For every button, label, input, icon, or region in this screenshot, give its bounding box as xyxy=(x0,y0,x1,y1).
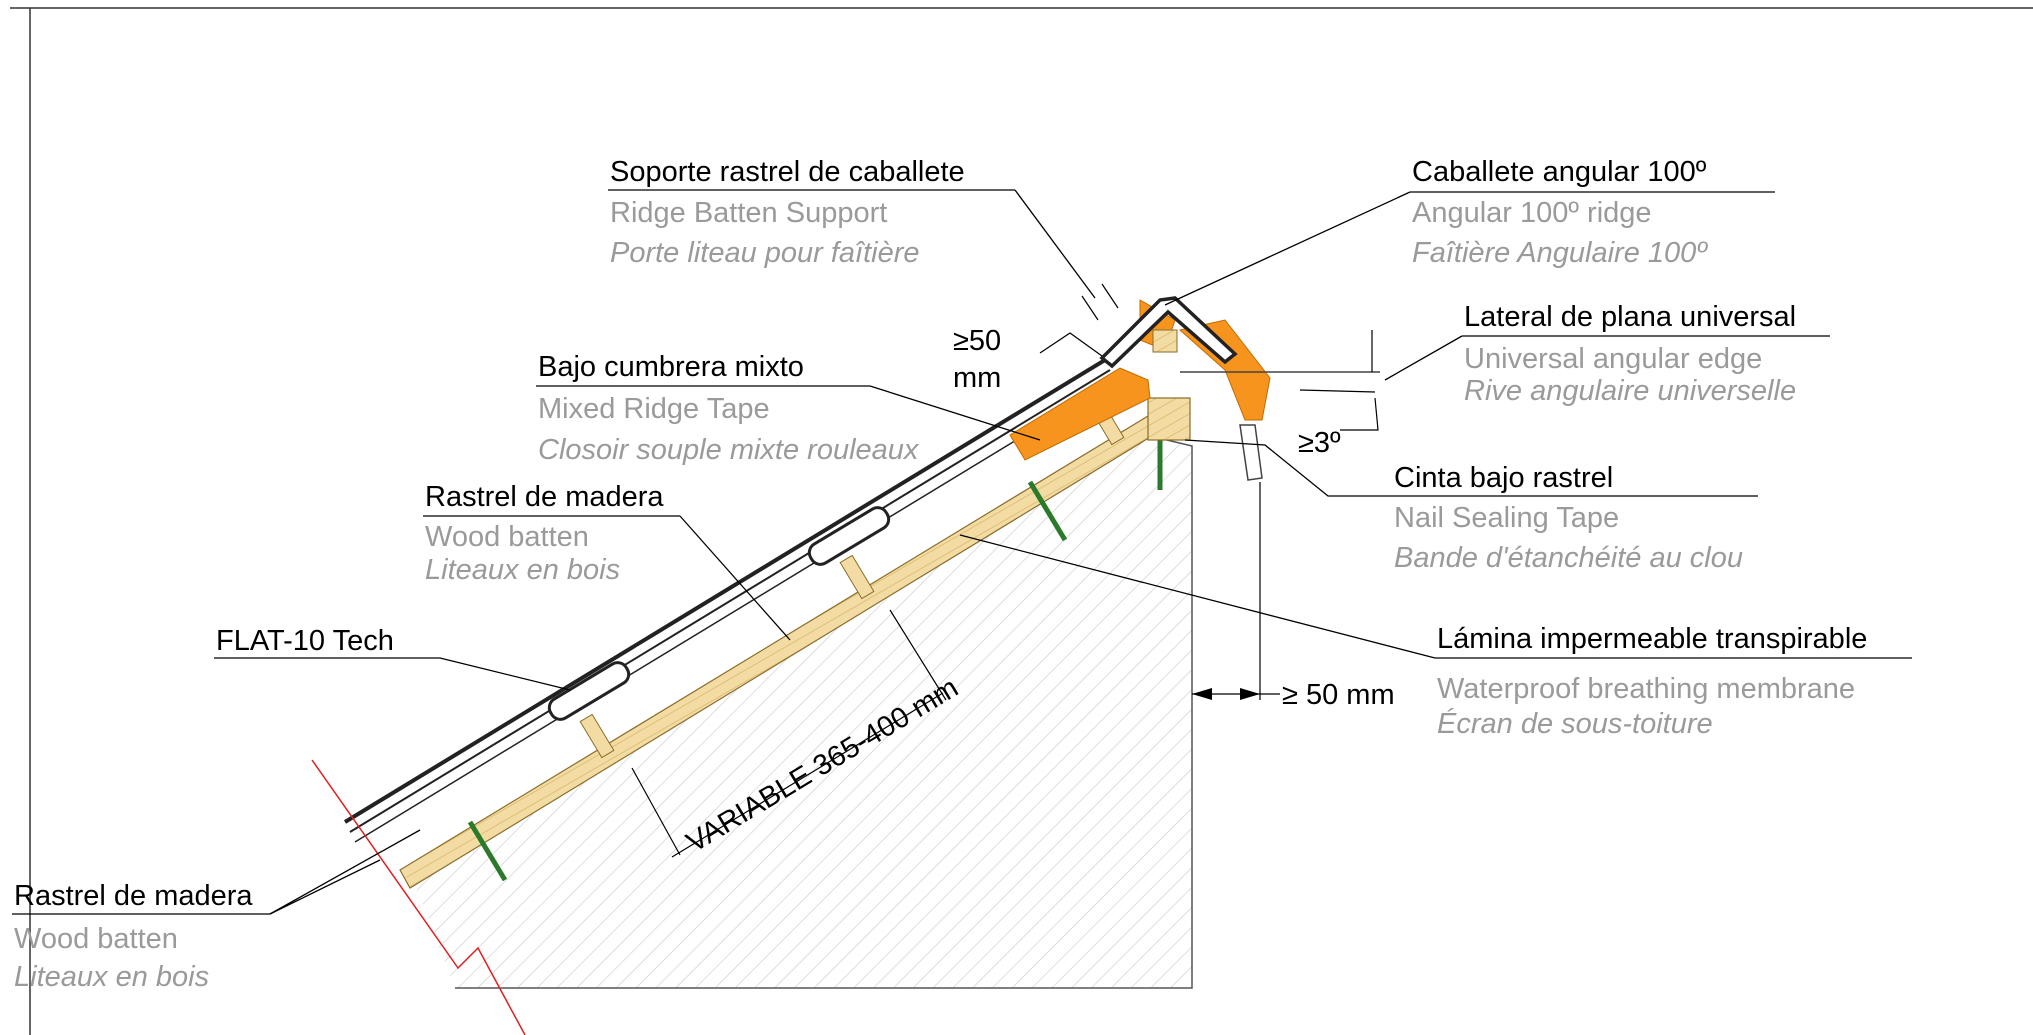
dim-slope-leader xyxy=(1340,397,1379,431)
rafter-outline xyxy=(455,435,1193,989)
rafter-section-hatch xyxy=(415,436,1192,988)
mixed-ridge-tape xyxy=(1009,367,1151,461)
label-caballete: Caballete angular 100º Angular 100º ridg… xyxy=(1164,156,1775,306)
ridge-batten-top xyxy=(1152,329,1178,353)
label-lateral-fr: Rive angulaire universelle xyxy=(1464,375,1796,407)
dim-ridge-leader xyxy=(1039,332,1103,357)
label-rastrel-lower-es: Rastrel de madera xyxy=(14,880,253,912)
dim-slope-line-2 xyxy=(1299,389,1376,393)
dimension-ridge-gap: ≥50 mm xyxy=(953,283,1119,394)
label-rastrel-upper-en: Wood batten xyxy=(425,521,589,553)
tile-clip-2 xyxy=(807,506,891,566)
label-bajo-cumbrera-fr: Closoir souple mixte rouleaux xyxy=(538,434,920,466)
dimension-slope: ≥3º xyxy=(1298,330,1379,459)
label-cinta-leader xyxy=(1184,439,1392,497)
tile-clip-1 xyxy=(547,661,631,721)
label-caballete-leader xyxy=(1164,191,1411,306)
label-flat10-es: FLAT-10 Tech xyxy=(216,625,394,657)
section-cut-line xyxy=(311,759,526,1035)
ridge-wood-block xyxy=(1147,397,1191,441)
dim-variable-line xyxy=(671,692,944,858)
label-caballete-fr: Faîtière Angulaire 100º xyxy=(1412,237,1708,269)
label-caballete-es: Caballete angular 100º xyxy=(1412,156,1707,188)
counter-batten-1 xyxy=(579,713,615,759)
label-rastrel-lower-leader-2 xyxy=(269,829,421,915)
label-caballete-en: Angular 100º ridge xyxy=(1412,197,1652,229)
label-soporte-es: Soporte rastrel de caballete xyxy=(610,156,965,188)
dim-ridge-ext-1 xyxy=(1081,295,1099,321)
screw-2 xyxy=(1027,480,1068,542)
label-lateral-en: Universal angular edge xyxy=(1464,343,1762,375)
dim-slope-text: ≥3º xyxy=(1298,427,1341,459)
label-lateral-es: Lateral de plana universal xyxy=(1464,301,1796,333)
label-cinta-en: Nail Sealing Tape xyxy=(1394,502,1619,534)
label-lateral-leader xyxy=(1384,335,1463,381)
dimension-overhang: ≥ 50 mm xyxy=(1192,482,1395,711)
label-soporte: Soporte rastrel de caballete Ridge Batte… xyxy=(608,156,1096,299)
roof-structure xyxy=(311,296,1380,1035)
dim-ridge-gap-unit: mm xyxy=(953,362,1001,394)
label-soporte-fr: Porte liteau pour faîtière xyxy=(610,237,920,269)
tile-line-2 xyxy=(349,369,1111,833)
dim-overhang-text: ≥ 50 mm xyxy=(1282,679,1395,711)
label-rastrel-lower: Rastrel de madera Wood batten Liteaux en… xyxy=(12,829,421,993)
tile-line-3 xyxy=(354,379,1116,843)
label-rastrel-upper: Rastrel de madera Wood batten Liteaux en… xyxy=(423,481,791,641)
label-cinta: Cinta bajo rastrel Nail Sealing Tape Ban… xyxy=(1184,439,1758,574)
label-soporte-en: Ridge Batten Support xyxy=(610,197,887,229)
dim-ridge-gap-value: ≥50 xyxy=(953,325,1001,357)
label-rastrel-upper-fr: Liteaux en bois xyxy=(425,554,620,586)
ridge-tape-right xyxy=(1178,319,1271,421)
label-bajo-cumbrera-leader xyxy=(869,385,1041,441)
label-rastrel-upper-es: Rastrel de madera xyxy=(425,481,664,513)
label-lamina: Lámina impermeable transpirable Waterpro… xyxy=(959,534,1912,740)
label-flat10: FLAT-10 Tech xyxy=(214,625,571,691)
dim-overhang-arrow-left xyxy=(1192,688,1212,700)
label-soporte-leader xyxy=(1014,189,1096,299)
label-rastrel-lower-leader-1 xyxy=(269,859,381,915)
label-lamina-es: Lámina impermeable transpirable xyxy=(1437,623,1867,655)
angular-ridge-tile xyxy=(1099,296,1238,369)
label-cinta-fr: Bande d'étanchéité au clou xyxy=(1394,542,1743,574)
label-lamina-leader xyxy=(959,534,1436,659)
label-lamina-en: Waterproof breathing membrane xyxy=(1437,673,1855,705)
tile-line-1 xyxy=(343,358,1107,824)
label-bajo-cumbrera-en: Mixed Ridge Tape xyxy=(538,393,770,425)
screw-1 xyxy=(467,820,508,882)
label-flat10-leader xyxy=(439,657,571,691)
dim-variable-ext-2 xyxy=(889,609,947,701)
dim-variable-ext-1 xyxy=(631,767,681,856)
dim-overhang-arrow-right xyxy=(1240,688,1260,700)
label-lateral: Lateral de plana universal Universal ang… xyxy=(1384,301,1830,407)
label-lamina-fr: Écran de sous-toiture xyxy=(1437,707,1713,740)
label-bajo-cumbrera-es: Bajo cumbrera mixto xyxy=(538,351,804,383)
counter-batten-2 xyxy=(839,554,875,600)
label-cinta-es: Cinta bajo rastrel xyxy=(1394,462,1613,494)
dim-ridge-ext-2 xyxy=(1101,283,1119,309)
lateral-edge-piece xyxy=(1239,424,1263,481)
label-rastrel-upper-leader xyxy=(679,515,791,641)
label-rastrel-lower-en: Wood batten xyxy=(14,923,178,955)
label-rastrel-lower-fr: Liteaux en bois xyxy=(14,961,209,993)
label-bajo-cumbrera: Bajo cumbrera mixto Mixed Ridge Tape Clo… xyxy=(536,351,1041,466)
